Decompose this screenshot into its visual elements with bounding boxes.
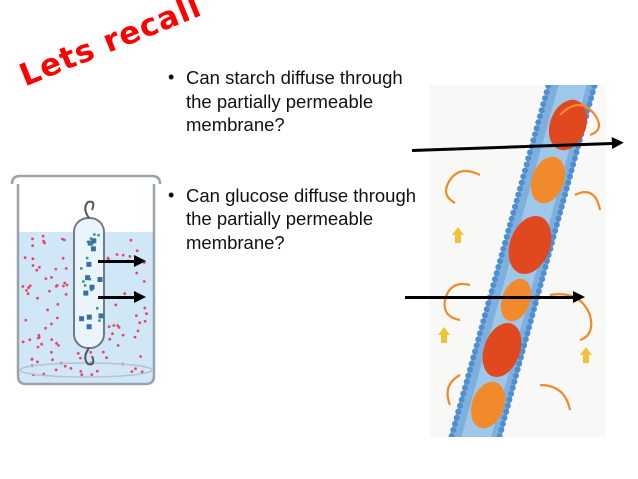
cell-membrane-diagram — [430, 85, 606, 437]
beaker-diagram — [10, 174, 162, 386]
bullet-glyph: • — [168, 67, 175, 87]
membrane-proteins — [470, 99, 588, 429]
bullet-glucose-text: Can glucose diffuse through the partiall… — [186, 184, 417, 253]
arrow-into-tubing-top — [98, 255, 146, 267]
bullet-glucose: • Can glucose diffuse through the partia… — [168, 184, 428, 255]
arrow-membrane-bottom — [405, 291, 585, 303]
arrow-into-tubing-bottom — [98, 291, 146, 303]
beaker-rim — [10, 174, 162, 185]
bullet-starch-text: Can starch diffuse through the partially… — [186, 67, 403, 135]
bullet-list: • Can starch diffuse through the partial… — [168, 66, 428, 254]
bullet-starch: • Can starch diffuse through the partial… — [168, 66, 428, 137]
bullet-glyph: • — [168, 184, 175, 205]
receptors — [438, 227, 592, 363]
beaker-wall — [16, 184, 156, 386]
tubing-knot-top — [84, 200, 95, 219]
tubing-knot-bottom — [84, 347, 95, 366]
starch-molecules — [79, 233, 104, 330]
glycolipid-chains — [443, 103, 602, 411]
